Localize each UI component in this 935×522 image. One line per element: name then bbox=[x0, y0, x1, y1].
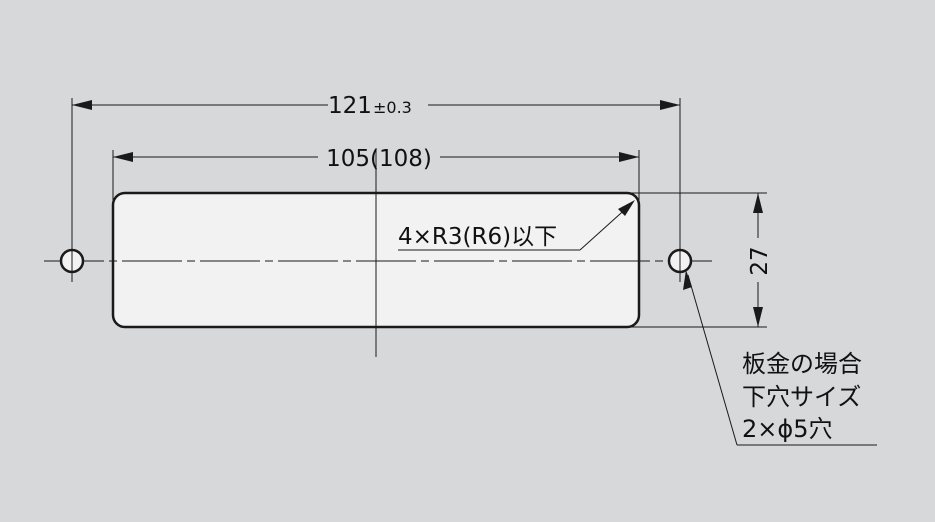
height-arrow-bottom bbox=[753, 307, 763, 327]
height-arrow-top bbox=[753, 193, 763, 213]
hole-note-line1: 板金の場合 bbox=[742, 350, 862, 378]
hole-note-leader-diagonal bbox=[687, 274, 738, 446]
overall-width-arrow-right bbox=[660, 100, 680, 110]
overall-width-arrow-left bbox=[72, 100, 92, 110]
hole-note-line3: 2×ϕ5穴 bbox=[742, 415, 832, 443]
cutout-width-arrow-left bbox=[113, 152, 133, 162]
hole-note-leader-arrow bbox=[683, 270, 692, 290]
height-value: 27 bbox=[747, 246, 773, 275]
hole-note-line2: 下穴サイズ bbox=[742, 383, 861, 411]
cutout-width-arrow-right bbox=[619, 152, 639, 162]
cutout-width-value: 105(108) bbox=[326, 146, 432, 172]
overall-width-tolerance: ±0.3 bbox=[373, 98, 412, 117]
corner-radius-label: 4×R3(R6)以下 bbox=[398, 224, 557, 250]
radius-leader-arrow bbox=[618, 200, 635, 216]
overall-width-value: 121 bbox=[328, 93, 372, 119]
